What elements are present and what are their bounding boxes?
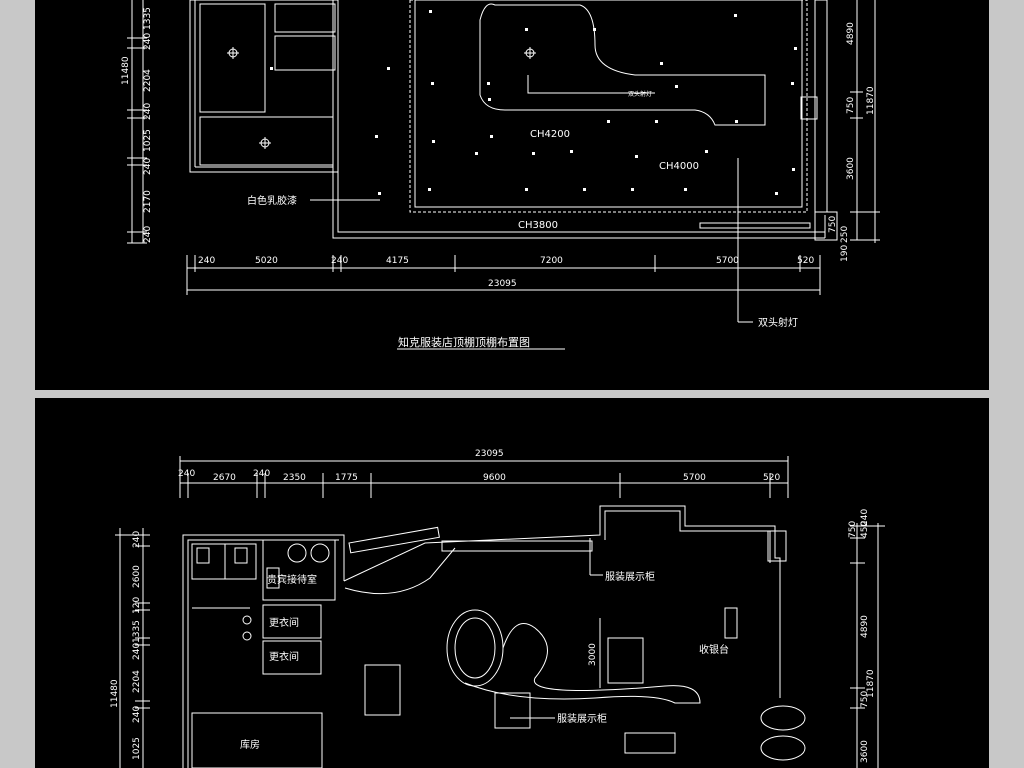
floor-dim-right-1: 750 (848, 521, 858, 538)
dim-left-3: 2204 (143, 69, 153, 92)
display-block (364, 664, 401, 716)
vip-room (262, 539, 336, 601)
dim-right-5: 250 (840, 226, 850, 243)
right-column (800, 96, 818, 120)
floor-dim-top-3: 240 (253, 469, 270, 479)
floor-dimension-lines (115, 456, 885, 768)
floor-dim-left-8: 1025 (132, 737, 142, 760)
floor-dim-left-3: 120 (132, 597, 142, 614)
label-fitting-room-2: 更衣间 (269, 650, 299, 663)
dim-total: 23095 (488, 279, 517, 289)
dim-right-3: 3600 (846, 157, 856, 180)
label-display-cabinet-1: 服装展示柜 (605, 570, 655, 583)
floor-dim-left-2: 2600 (132, 565, 142, 588)
floor-dim-right-2: 450 (860, 521, 870, 538)
storage-room (191, 712, 323, 768)
downlights (270, 10, 797, 195)
floor-dim-top-6: 9600 (483, 473, 506, 483)
label-fitting-room-1: 更衣间 (269, 616, 299, 629)
dim-right-total: 11870 (866, 86, 876, 115)
floor-dim-left-5: 240 (132, 643, 142, 660)
floor-dim-left-7: 240 (132, 706, 142, 723)
floor-dim-top-5: 1775 (335, 473, 358, 483)
floor-dim-left-1: 240 (132, 531, 142, 548)
ceiling-plan-drawing: 240 5020 240 4175 7200 5700 520 23095 11… (121, 0, 880, 350)
dim-left-6: 240 (143, 158, 153, 175)
ceiling-plan-panel: 240 5020 240 4175 7200 5700 520 23095 11… (35, 0, 989, 390)
dim-bottom-3: 240 (331, 256, 348, 266)
dim-right-2: 750 (846, 97, 856, 114)
dim-left-1: 1335 (143, 7, 153, 30)
floor-plan-drawing: 23095 240 2670 240 2350 1775 9600 5700 5… (110, 449, 885, 768)
dim-left-2: 240 (143, 33, 153, 50)
dim-left-8: 240 (143, 226, 153, 243)
floor-plan-panel: 23095 240 2670 240 2350 1775 9600 5700 5… (35, 398, 989, 768)
label-ch4000: CH4000 (659, 161, 699, 172)
floor-dim-right-4: 4890 (860, 615, 870, 638)
main-wall (337, 0, 826, 233)
dim-left-5: 1025 (143, 129, 153, 152)
dim-bottom-4: 4175 (386, 256, 409, 266)
cashier-counter (724, 607, 738, 639)
dim-left-4: 240 (143, 103, 153, 120)
suspended-ceiling (479, 3, 766, 126)
left-room-outline (189, 0, 339, 173)
fitting-room-2 (262, 640, 322, 675)
dim-bottom-2: 5020 (255, 256, 278, 266)
dim-left-total: 11480 (121, 56, 131, 85)
dim-bottom-5: 7200 (540, 256, 563, 266)
floor-dim-top-4: 2350 (283, 473, 306, 483)
label-ch3800: CH3800 (518, 220, 558, 231)
dim-right-6: 190 (840, 245, 850, 262)
label-cashier: 收银台 (699, 643, 729, 656)
floor-dim-right-total: 11870 (866, 669, 876, 698)
dim-left-7: 2170 (143, 190, 153, 213)
label-vip-room: 贵宾接待室 (267, 573, 317, 586)
storage-room (199, 116, 334, 166)
floor-dim-top-8: 520 (763, 473, 780, 483)
floor-dim-left-total: 11480 (110, 679, 120, 708)
toilet-room (199, 3, 266, 113)
floor-dim-3000: 3000 (588, 643, 598, 666)
floor-dim-left-6: 2204 (132, 670, 142, 693)
dim-right-1: 4890 (846, 22, 856, 45)
dim-bottom-1: 240 (198, 256, 215, 266)
floor-dim-right-6: 3600 (860, 740, 870, 763)
loop-display-2 (464, 623, 701, 704)
label-spotlight: 双头射灯 (758, 317, 798, 329)
floor-dim-total: 23095 (475, 449, 504, 459)
outer-wall-left (182, 534, 345, 768)
label-small-note: 双头射灯 (628, 90, 652, 98)
floor-dim-right-5: 750 (860, 691, 870, 708)
floor-dim-left-4: 1335 (132, 620, 142, 643)
label-paint: 白色乳胶漆 (247, 194, 297, 207)
outer-wall-top (343, 505, 781, 698)
label-storage: 库房 (240, 738, 260, 751)
label-ch4200: CH4200 (530, 129, 570, 140)
ceiling-zone (409, 0, 808, 213)
floor-dim-top-1: 240 (178, 469, 195, 479)
plan-title: 知克服装店顶棚顶棚布置图 (398, 335, 530, 349)
display-arc (344, 547, 456, 595)
dim-bottom-6: 5700 (716, 256, 739, 266)
ceiling-lights (227, 47, 536, 149)
floor-dim-top-7: 5700 (683, 473, 706, 483)
dim-bottom-7: 520 (797, 256, 814, 266)
floor-dim-right-3: 240 (860, 509, 870, 526)
fitting-room-1 (262, 604, 322, 639)
floor-dim-top-2: 2670 (213, 473, 236, 483)
restroom (191, 543, 257, 580)
dimension-lines (127, 0, 880, 295)
dim-right-4: 750 (828, 216, 838, 233)
label-display-cabinet-2: 服装展示柜 (557, 712, 607, 725)
